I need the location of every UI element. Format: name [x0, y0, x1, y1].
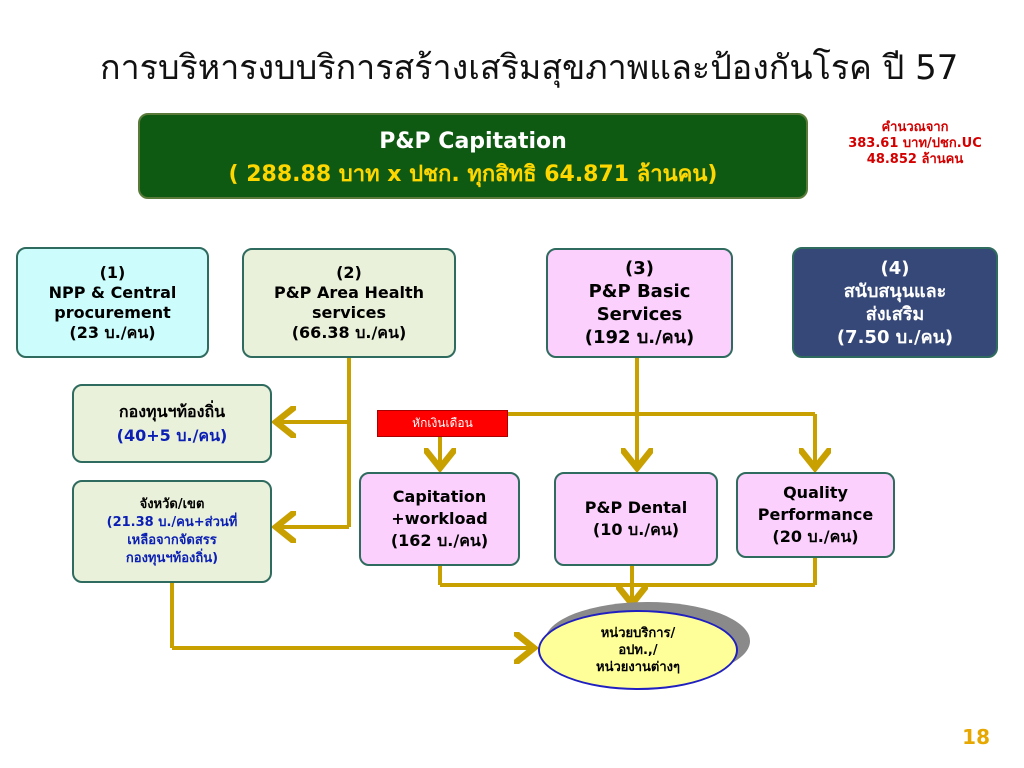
cap-workload-amount: (162 บ./คน): [390, 531, 489, 550]
box-area-health: (2) P&P Area Health services (66.38 บ./ค…: [242, 248, 456, 358]
box-capitation-workload: Capitation +workload (162 บ./คน): [359, 472, 520, 566]
box4-line3: ส่งเสริม: [865, 303, 925, 325]
note-line2: 383.61 บาท/ปชก.UC: [848, 136, 982, 151]
quality-line1: Quality: [783, 483, 848, 502]
box2-line3: services: [311, 303, 387, 322]
box1-line3: procurement: [54, 302, 171, 322]
page-title: การบริหารงบบริการสร้างเสริมสุขภาพและป้อง…: [100, 48, 959, 88]
note-line1: คำนวณจาก: [881, 120, 949, 135]
calculation-note: คำนวณจาก 383.61 บาท/ปชก.UC 48.852 ล้านคน: [815, 120, 1015, 168]
box4-line2: สนับสนุนและ: [843, 280, 947, 302]
box4-number: (4): [880, 257, 910, 279]
box-pp-dental: P&P Dental (10 บ./คน): [554, 472, 718, 566]
box3-line3: Services: [596, 304, 683, 325]
capitation-formula: ( 288.88 บาท x ปชก. ทุกสิทธิ 64.871 ล้าน…: [228, 162, 718, 187]
box-npp-central: (1) NPP & Central procurement (23 บ./คน): [16, 247, 209, 358]
note-line3: 48.852 ล้านคน: [866, 152, 964, 167]
capitation-title: P&P Capitation: [379, 129, 567, 154]
box1-amount: (23 บ./คน): [69, 322, 156, 342]
province-line4: กองทุนฯท้องถิ่น): [125, 550, 219, 566]
service-unit-line2: อปท.,/: [618, 642, 658, 658]
box2-number: (2): [336, 263, 362, 282]
box-local-fund: กองทุนฯท้องถิ่น (40+5 บ./คน): [72, 384, 272, 463]
quality-line2: Performance: [757, 505, 874, 524]
page-number: 18: [962, 725, 990, 749]
box3-number: (3): [625, 258, 654, 279]
box2-line2: P&P Area Health: [273, 283, 425, 302]
service-unit-line3: หน่วยงานต่างๆ: [596, 659, 680, 675]
box-basic-services: (3) P&P Basic Services (192 บ./คน): [546, 248, 733, 358]
box1-line2: NPP & Central: [48, 282, 177, 302]
box-province: จังหวัด/เขต (21.38 บ./คน+ส่วนที่ เหลือจา…: [72, 480, 272, 583]
quality-amount: (20 บ./คน): [772, 527, 859, 546]
deduct-salary-label: หักเงินเดือน: [377, 410, 508, 437]
province-line3: เหลือจากจัดสรร: [127, 532, 217, 548]
box-quality-performance: Quality Performance (20 บ./คน): [736, 472, 895, 558]
box3-amount: (192 บ./คน): [584, 327, 695, 348]
box1-number: (1): [99, 262, 126, 282]
pp-capitation-box: P&P Capitation ( 288.88 บาท x ปชก. ทุกสิ…: [138, 113, 808, 199]
cap-workload-line2: +workload: [391, 509, 488, 528]
cap-workload-line1: Capitation: [392, 487, 487, 506]
dental-title: P&P Dental: [584, 498, 688, 517]
local-fund-amount: (40+5 บ./คน): [116, 425, 228, 445]
box2-amount: (66.38 บ./คน): [291, 323, 407, 342]
box4-amount: (7.50 บ./คน): [836, 326, 954, 348]
box3-line2: P&P Basic: [588, 281, 691, 302]
service-unit-line1: หน่วยบริการ/: [600, 625, 676, 641]
local-fund-title: กองทุนฯท้องถิ่น: [118, 401, 226, 421]
province-title: จังหวัด/เขต: [139, 496, 205, 512]
dental-amount: (10 บ./คน): [592, 520, 680, 539]
box-support-promotion: (4) สนับสนุนและ ส่งเสริม (7.50 บ./คน): [792, 247, 998, 358]
province-line2: (21.38 บ./คน+ส่วนที่: [106, 514, 238, 530]
service-unit-ellipse: หน่วยบริการ/ อปท.,/ หน่วยงานต่างๆ: [538, 610, 738, 690]
